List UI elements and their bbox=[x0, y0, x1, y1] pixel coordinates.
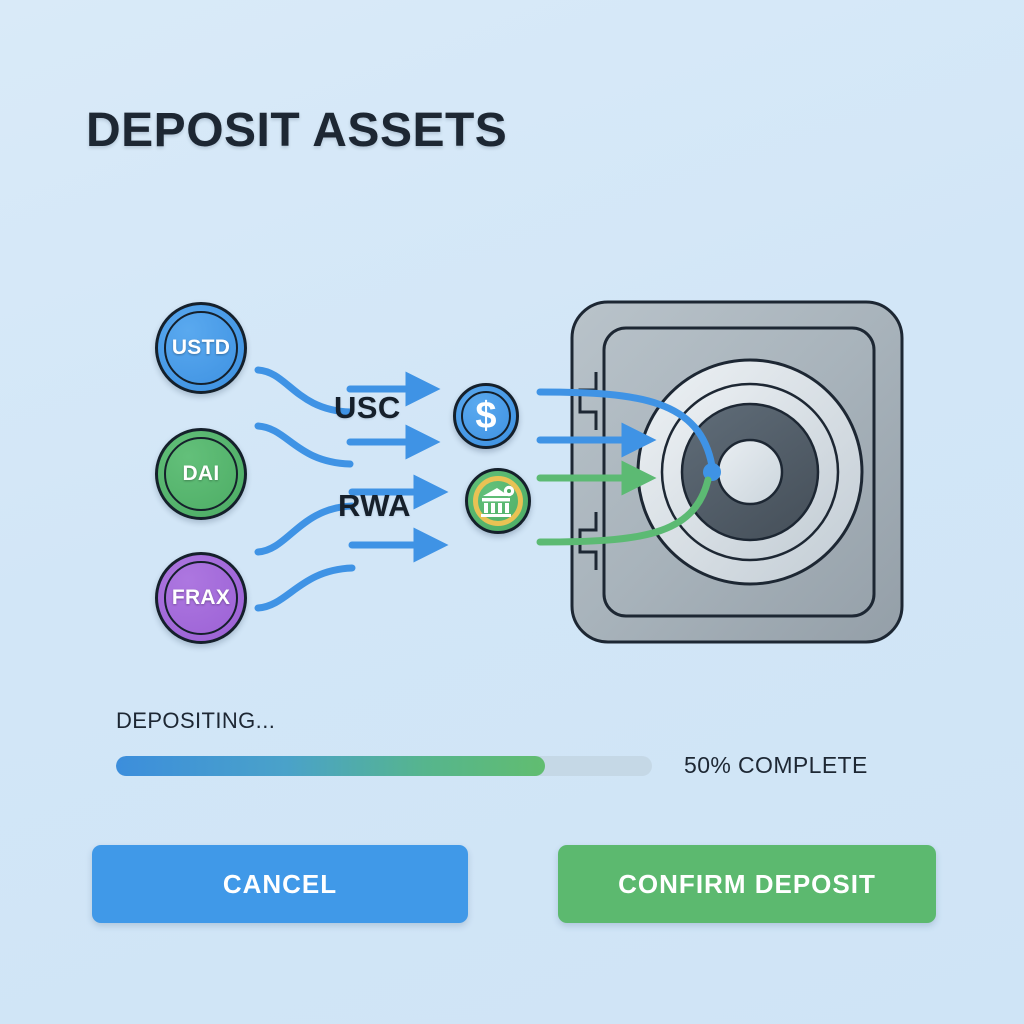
asset-flow-diagram: USTD DAI FRAX USC RWA $ bbox=[0, 250, 1024, 680]
progress-row: 50% COMPLETE bbox=[116, 752, 916, 779]
token-feed-curves bbox=[254, 366, 356, 612]
stream-label-rwa: RWA bbox=[338, 488, 411, 523]
flow-arrows-svg bbox=[254, 300, 904, 644]
progress-bar-track bbox=[116, 755, 652, 776]
vault-inflow-arrows bbox=[536, 388, 721, 546]
coin-ring bbox=[461, 391, 511, 441]
progress-status-label: DEPOSITING... bbox=[116, 708, 276, 733]
progress-bar-fill bbox=[116, 755, 545, 776]
coin-ring bbox=[473, 476, 523, 526]
token-dai[interactable]: DAI bbox=[155, 428, 247, 520]
bank-gear-coin-icon bbox=[465, 468, 531, 534]
dollar-sign-glyph: $ bbox=[475, 395, 497, 437]
stream-label-usc: USC bbox=[334, 390, 401, 425]
token-ticker-label: USTD bbox=[171, 336, 231, 359]
token-frax[interactable]: FRAX bbox=[155, 552, 247, 644]
deposit-progress: DEPOSITING... 50% COMPLETE bbox=[116, 708, 916, 779]
token-ustd[interactable]: USTD bbox=[155, 302, 247, 394]
token-ticker-label: FRAX bbox=[171, 586, 231, 609]
cancel-button[interactable]: CANCEL bbox=[92, 845, 468, 923]
dollar-coin-icon: $ bbox=[453, 383, 519, 449]
safe-vault-icon bbox=[570, 300, 904, 644]
confirm-deposit-button[interactable]: CONFIRM DEPOSIT bbox=[558, 845, 936, 923]
token-ticker-label: DAI bbox=[182, 462, 220, 485]
progress-percent-label: 50% COMPLETE bbox=[684, 752, 868, 778]
bank-building-glyph bbox=[481, 485, 515, 517]
stream-arrows-to-coins bbox=[346, 371, 449, 563]
page-title: DEPOSIT ASSETS bbox=[86, 104, 508, 157]
